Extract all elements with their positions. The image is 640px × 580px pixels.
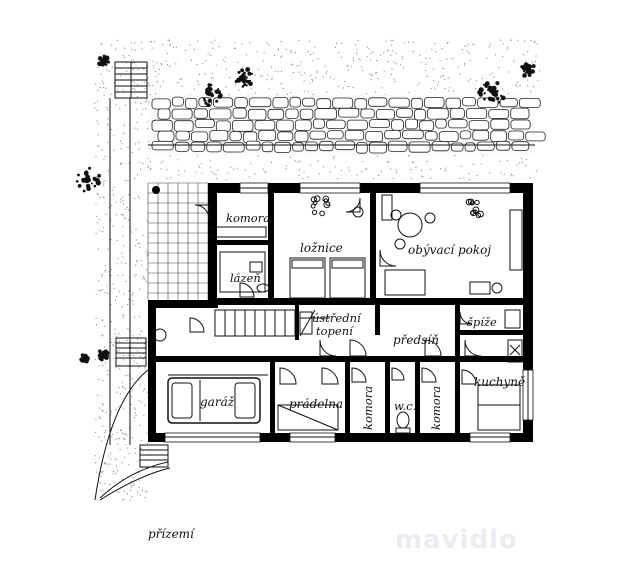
stone-terrace	[148, 95, 546, 155]
label-obyvaci-pokoj: obývací pokoj	[408, 243, 491, 257]
interior-walls	[156, 190, 532, 437]
exterior-walls	[148, 183, 533, 442]
garden-stairs-top	[109, 61, 148, 445]
room-labels: komora ložnice obývací pokoj lázeň ústře…	[200, 211, 525, 430]
label-kuchyne: kuchyně	[474, 375, 525, 389]
label-garaz: garáž	[200, 395, 235, 409]
label-wc: w.c.	[394, 399, 416, 413]
label-lazen: lázeň	[230, 271, 261, 285]
watermark: mavidlo	[395, 525, 518, 555]
label-loznice: ložnice	[300, 241, 343, 255]
label-predsin: předsíň	[393, 333, 439, 347]
garden-bushes	[75, 54, 536, 364]
label-komora-top: komora	[226, 211, 270, 225]
plan-caption: přízemí	[148, 527, 196, 541]
label-spize: špíže	[467, 315, 497, 329]
label-topeni: topení	[316, 324, 354, 338]
label-komora-right: komora	[429, 386, 443, 430]
label-pradelna: prádelna	[289, 397, 343, 411]
garden-stairs-side	[115, 337, 169, 468]
door-swings	[189, 197, 482, 385]
tiled-veranda	[147, 182, 209, 300]
indoor-plants	[310, 195, 484, 219]
label-komora-mid: komora	[361, 386, 375, 430]
furniture	[152, 186, 523, 434]
windows	[164, 182, 534, 443]
label-ustredni: ústřední	[312, 311, 362, 325]
garden-path	[94, 369, 171, 501]
